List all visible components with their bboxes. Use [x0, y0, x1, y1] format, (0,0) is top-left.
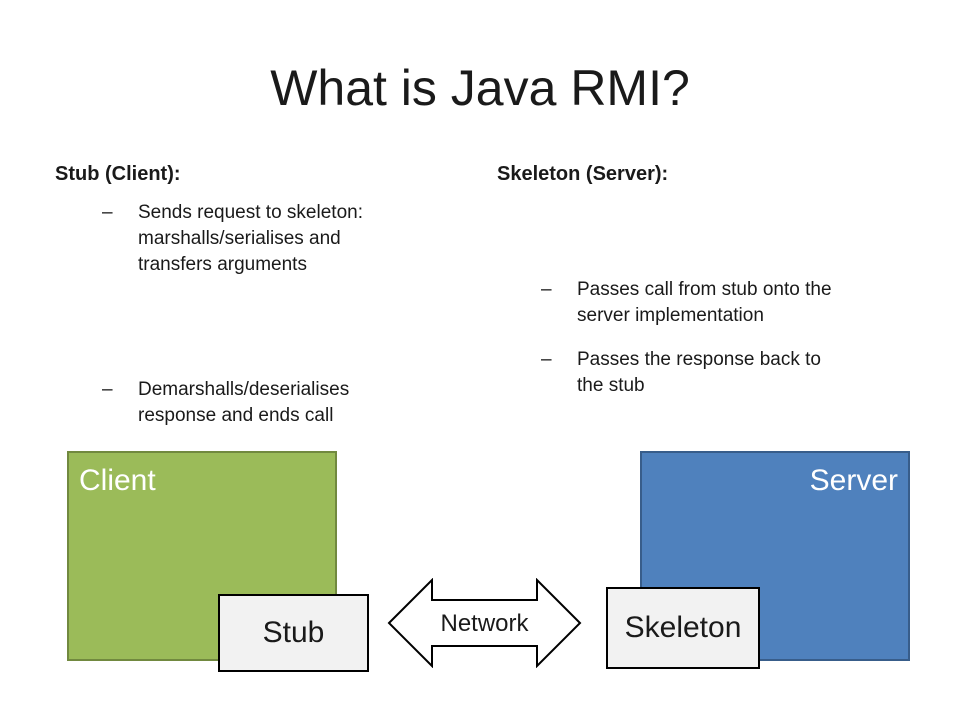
bullet-line: Passes the response back to: [577, 349, 821, 370]
bullet-dash: –: [541, 279, 552, 300]
bullet-line: Passes call from stub onto the: [577, 279, 832, 300]
stub-bullet-2: – Demarshalls/deserialises response and …: [102, 377, 432, 429]
stub-label: Stub: [262, 616, 325, 649]
skeleton-bullet-1: – Passes call from stub onto the server …: [541, 277, 921, 329]
bullet-line: response and ends call: [138, 405, 334, 426]
network-label: Network: [440, 610, 529, 637]
skeleton-heading: Skeleton (Server):: [497, 163, 669, 185]
bullet-line: Demarshalls/deserialises: [138, 379, 350, 400]
bullet-dash: –: [541, 349, 552, 370]
bullet-line: server implementation: [577, 305, 764, 326]
bullet-dash: –: [102, 379, 113, 400]
stub-heading: Stub (Client):: [55, 163, 181, 185]
client-box: Client: [67, 451, 337, 661]
bullet-line: marshalls/serialises and: [138, 228, 341, 249]
network-double-arrow-icon: [387, 578, 582, 668]
skeleton-label: Skeleton: [624, 611, 742, 644]
client-label: Client: [79, 464, 156, 497]
slide-title: What is Java RMI?: [270, 60, 690, 116]
server-box: Server: [640, 451, 910, 661]
stub-bullet-1: – Sends request to skeleton: marshalls/s…: [102, 200, 432, 278]
stub-box: Stub: [218, 594, 369, 672]
bullet-line: transfers arguments: [138, 254, 307, 275]
skeleton-box: Skeleton: [606, 587, 760, 669]
bullet-line: Sends request to skeleton:: [138, 202, 363, 223]
bullet-dash: –: [102, 202, 113, 223]
network-arrow-shape: [387, 578, 582, 668]
skeleton-bullet-2: – Passes the response back to the stub: [541, 347, 921, 399]
bullet-line: the stub: [577, 375, 645, 396]
server-label: Server: [809, 464, 898, 497]
